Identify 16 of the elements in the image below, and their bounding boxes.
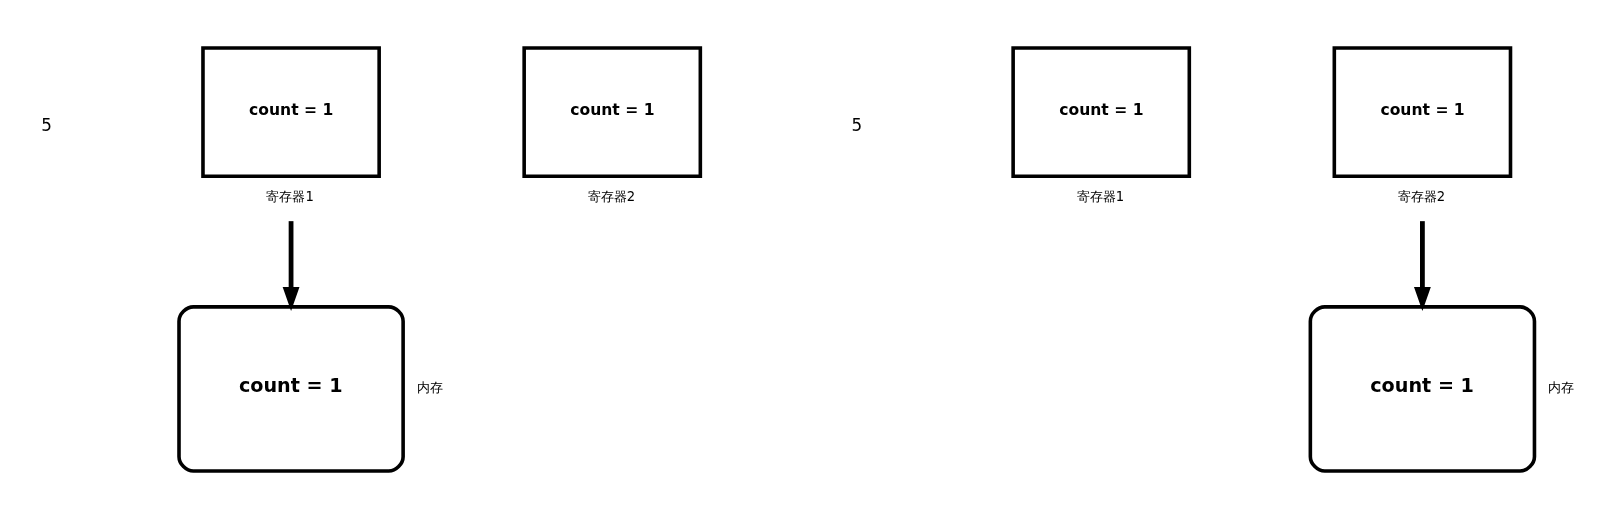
arrow [1414, 221, 1431, 312]
arrow [282, 221, 300, 312]
node-label: 寄存器2 [1397, 188, 1446, 204]
label: 5 [41, 114, 52, 135]
node-label: 内存 [1548, 380, 1575, 396]
node-box: count = 1 [522, 46, 703, 178]
node-box: count = 1 [1308, 305, 1537, 473]
node-box: count = 1 [177, 305, 405, 473]
node-label: 寄存器1 [266, 188, 314, 204]
node-box: count = 1 [1332, 46, 1513, 178]
node-label: 寄存器1 [1076, 188, 1125, 204]
node-box: count = 1 [201, 46, 381, 178]
label: 5 [851, 114, 863, 135]
node-box: count = 1 [1011, 46, 1192, 178]
node-label: 内存 [416, 380, 443, 396]
node-label: 寄存器2 [587, 188, 636, 204]
